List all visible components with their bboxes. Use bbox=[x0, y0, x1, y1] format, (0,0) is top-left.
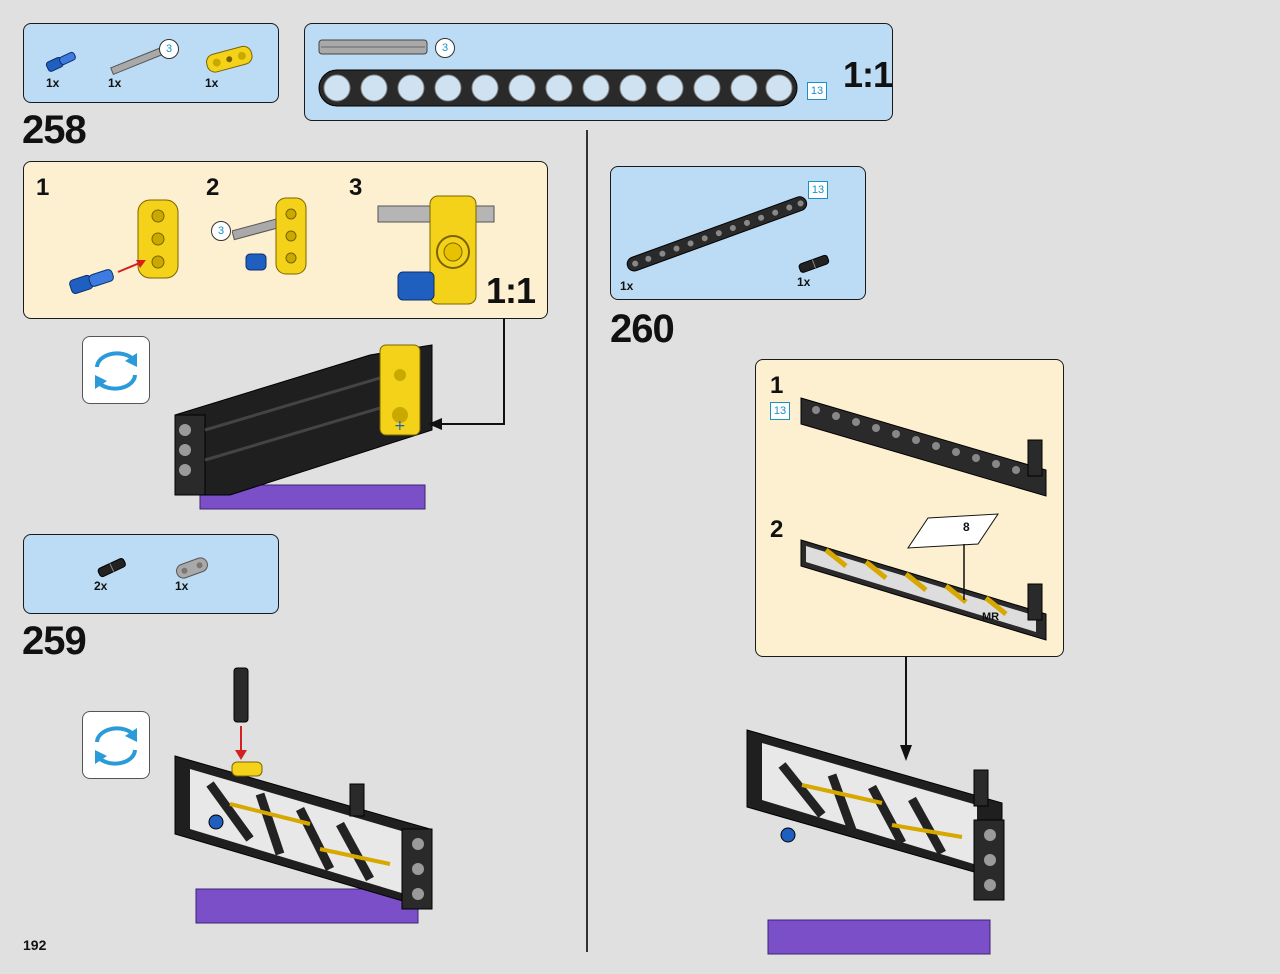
substep-1-label: 1 bbox=[770, 372, 784, 399]
svg-text:+: + bbox=[394, 418, 406, 434]
part-qty: 1x bbox=[46, 76, 60, 90]
sticker-number: 8 bbox=[963, 520, 970, 534]
step-number-258: 258 bbox=[22, 108, 87, 152]
substep-3-illustration bbox=[377, 195, 495, 305]
substep-2-label: 2 bbox=[206, 174, 220, 201]
gray-connector-icon bbox=[176, 557, 208, 579]
placement-arrow bbox=[428, 318, 505, 430]
model-step-258: + bbox=[174, 344, 433, 510]
black-pin-icon bbox=[798, 254, 830, 273]
placement-arrow bbox=[900, 657, 912, 761]
part-qty: 1x bbox=[175, 579, 189, 593]
step-number-259: 259 bbox=[22, 619, 87, 663]
beam-length-callout: 13 bbox=[770, 402, 790, 420]
axle-length-callout: 3 bbox=[435, 38, 455, 58]
substep-1-illustration bbox=[69, 199, 179, 294]
scale-indicator: 1:1 bbox=[486, 270, 536, 311]
beam-length-callout: 13 bbox=[807, 82, 827, 100]
yellow-connector-icon bbox=[206, 45, 253, 73]
subassembly-258: 1 2 3 3 1:1 bbox=[23, 161, 548, 319]
part-qty: 1x bbox=[108, 76, 122, 90]
substep-2-illustration bbox=[800, 513, 1047, 641]
part-qty: 2x bbox=[94, 579, 108, 593]
sticker-text: MR bbox=[982, 611, 1000, 623]
gray-axle-icon bbox=[318, 39, 428, 55]
substep-3-label: 3 bbox=[349, 174, 363, 201]
parts-list-258: 1x 3 1x 1x bbox=[23, 23, 279, 103]
black-beam-icon bbox=[626, 196, 808, 272]
parts-list-260: 13 1x 1x bbox=[610, 166, 866, 300]
substep-1-illustration bbox=[800, 397, 1047, 497]
page-number: 192 bbox=[23, 937, 47, 953]
subassembly-260: 1 13 2 8 MR bbox=[755, 359, 1064, 657]
substep-1-label: 1 bbox=[36, 174, 50, 201]
rotate-arrows-icon bbox=[95, 351, 137, 391]
parts-list-259: 2x 1x bbox=[23, 534, 279, 614]
part-qty: 1x bbox=[620, 279, 634, 293]
parts-list-258-beam: 3 13 1:1 bbox=[304, 23, 893, 121]
column-divider bbox=[586, 130, 588, 952]
black-pin-icon bbox=[97, 558, 126, 578]
step-number-260: 260 bbox=[610, 307, 675, 351]
substep-2-label: 2 bbox=[770, 516, 784, 543]
beam-length-callout: 13 bbox=[808, 181, 828, 199]
scale-indicator: 1:1 bbox=[843, 54, 893, 95]
substep-2-illustration bbox=[232, 197, 307, 275]
axle-length-callout: 3 bbox=[211, 221, 231, 241]
black-beam-icon bbox=[318, 69, 798, 107]
axle-length-callout: 3 bbox=[159, 39, 179, 59]
blue-pin-icon bbox=[45, 51, 76, 72]
model-step-260 bbox=[746, 729, 1005, 955]
model-step-259 bbox=[174, 667, 433, 924]
part-qty: 1x bbox=[205, 76, 219, 90]
part-qty: 1x bbox=[797, 275, 811, 289]
rotate-model-icon bbox=[82, 711, 150, 779]
rotate-arrows-icon bbox=[95, 726, 137, 766]
rotate-model-icon bbox=[82, 336, 150, 404]
